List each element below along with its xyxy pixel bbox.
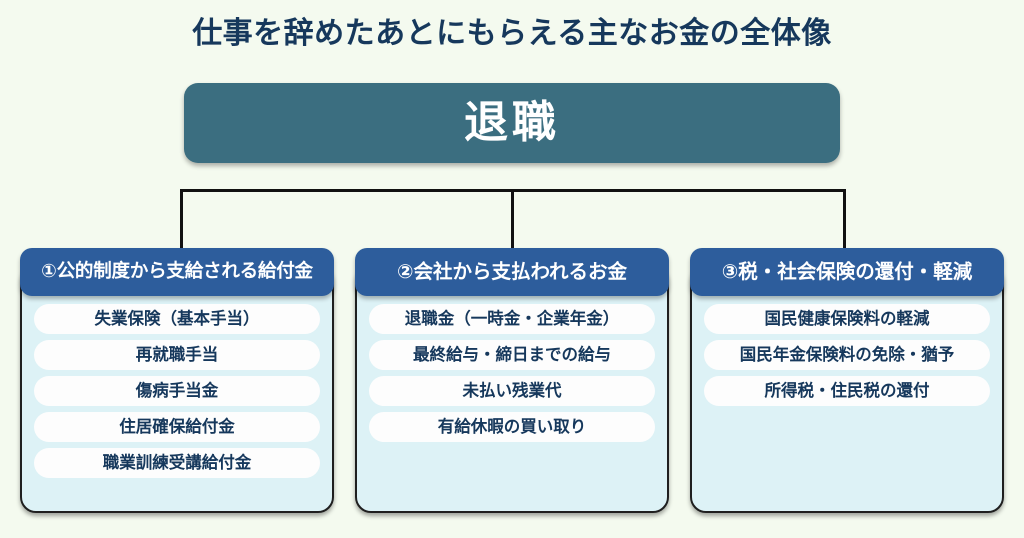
category-header-1: ①公的制度から支給される給付金 xyxy=(20,248,334,296)
category-header-3: ③税・社会保険の還付・軽減 xyxy=(690,248,1004,296)
connector-drop-line-3 xyxy=(843,189,846,249)
list-item: 退職金（一時金・企業年金） xyxy=(369,304,655,334)
list-item-label: 傷病手当金 xyxy=(135,380,219,400)
list-item-label: 退職金（一時金・企業年金） xyxy=(404,308,620,328)
columns-container: 失業保険（基本手当） 再就職手当 傷病手当金 住居確保給付金 職業訓練受講給付金 xyxy=(0,248,1024,538)
connector-drop-line-2 xyxy=(511,189,514,249)
category-header-label-1: ①公的制度から支給される給付金 xyxy=(41,260,313,282)
item-list-3: 国民健康保険料の軽減 国民年金保険料の免除・猶予 所得税・住民税の還付 xyxy=(704,304,990,406)
list-item: 失業保険（基本手当） xyxy=(34,304,320,334)
list-item: 未払い残業代 xyxy=(369,376,655,406)
list-item-label: 国民年金保険料の免除・猶予 xyxy=(739,344,955,364)
category-body-2: 退職金（一時金・企業年金） 最終給与・締日までの給与 未払い残業代 有給休暇の買… xyxy=(355,264,669,513)
list-item-label: 国民健康保険料の軽減 xyxy=(764,308,930,328)
list-item: 所得税・住民税の還付 xyxy=(704,376,990,406)
list-item-label: 職業訓練受講給付金 xyxy=(102,452,252,472)
list-item-label: 再就職手当 xyxy=(135,344,219,364)
list-item: 最終給与・締日までの給与 xyxy=(369,340,655,370)
list-item: 国民健康保険料の軽減 xyxy=(704,304,990,334)
list-item-label: 失業保険（基本手当） xyxy=(94,308,260,328)
list-item-label: 有給休暇の買い取り xyxy=(437,416,587,436)
list-item: 有給休暇の買い取り xyxy=(369,412,655,442)
connector-drop-line-1 xyxy=(180,189,183,249)
root-node-taishoku: 退職 xyxy=(184,83,840,163)
category-body-1: 失業保険（基本手当） 再就職手当 傷病手当金 住居確保給付金 職業訓練受講給付金 xyxy=(20,264,334,513)
category-column-1: 失業保険（基本手当） 再就職手当 傷病手当金 住居確保給付金 職業訓練受講給付金 xyxy=(12,248,342,514)
list-item-label: 住居確保給付金 xyxy=(119,416,235,436)
list-item-label: 所得税・住民税の還付 xyxy=(764,380,930,400)
list-item-label: 最終給与・締日までの給与 xyxy=(413,344,611,364)
list-item: 住居確保給付金 xyxy=(34,412,320,442)
category-header-2: ②会社から支払われるお金 xyxy=(355,248,669,296)
category-body-3: 国民健康保険料の軽減 国民年金保険料の免除・猶予 所得税・住民税の還付 xyxy=(690,264,1004,513)
category-header-label-3: ③税・社会保険の還付・軽減 xyxy=(721,260,973,284)
list-item: 再就職手当 xyxy=(34,340,320,370)
page-title: 仕事を辞めたあとにもらえる主なお金の全体像 xyxy=(192,16,832,51)
list-item: 国民年金保険料の免除・猶予 xyxy=(704,340,990,370)
category-column-2: 退職金（一時金・企業年金） 最終給与・締日までの給与 未払い残業代 有給休暇の買… xyxy=(347,248,677,514)
root-node-label: 退職 xyxy=(464,97,560,148)
category-header-label-2: ②会社から支払われるお金 xyxy=(396,260,628,284)
list-item: 職業訓練受講給付金 xyxy=(34,448,320,478)
item-list-2: 退職金（一時金・企業年金） 最終給与・締日までの給与 未払い残業代 有給休暇の買… xyxy=(369,304,655,442)
list-item-label: 未払い残業代 xyxy=(462,380,562,400)
category-column-3: 国民健康保険料の軽減 国民年金保険料の免除・猶予 所得税・住民税の還付 ③税・社… xyxy=(682,248,1012,514)
item-list-1: 失業保険（基本手当） 再就職手当 傷病手当金 住居確保給付金 職業訓練受講給付金 xyxy=(34,304,320,478)
list-item: 傷病手当金 xyxy=(34,376,320,406)
